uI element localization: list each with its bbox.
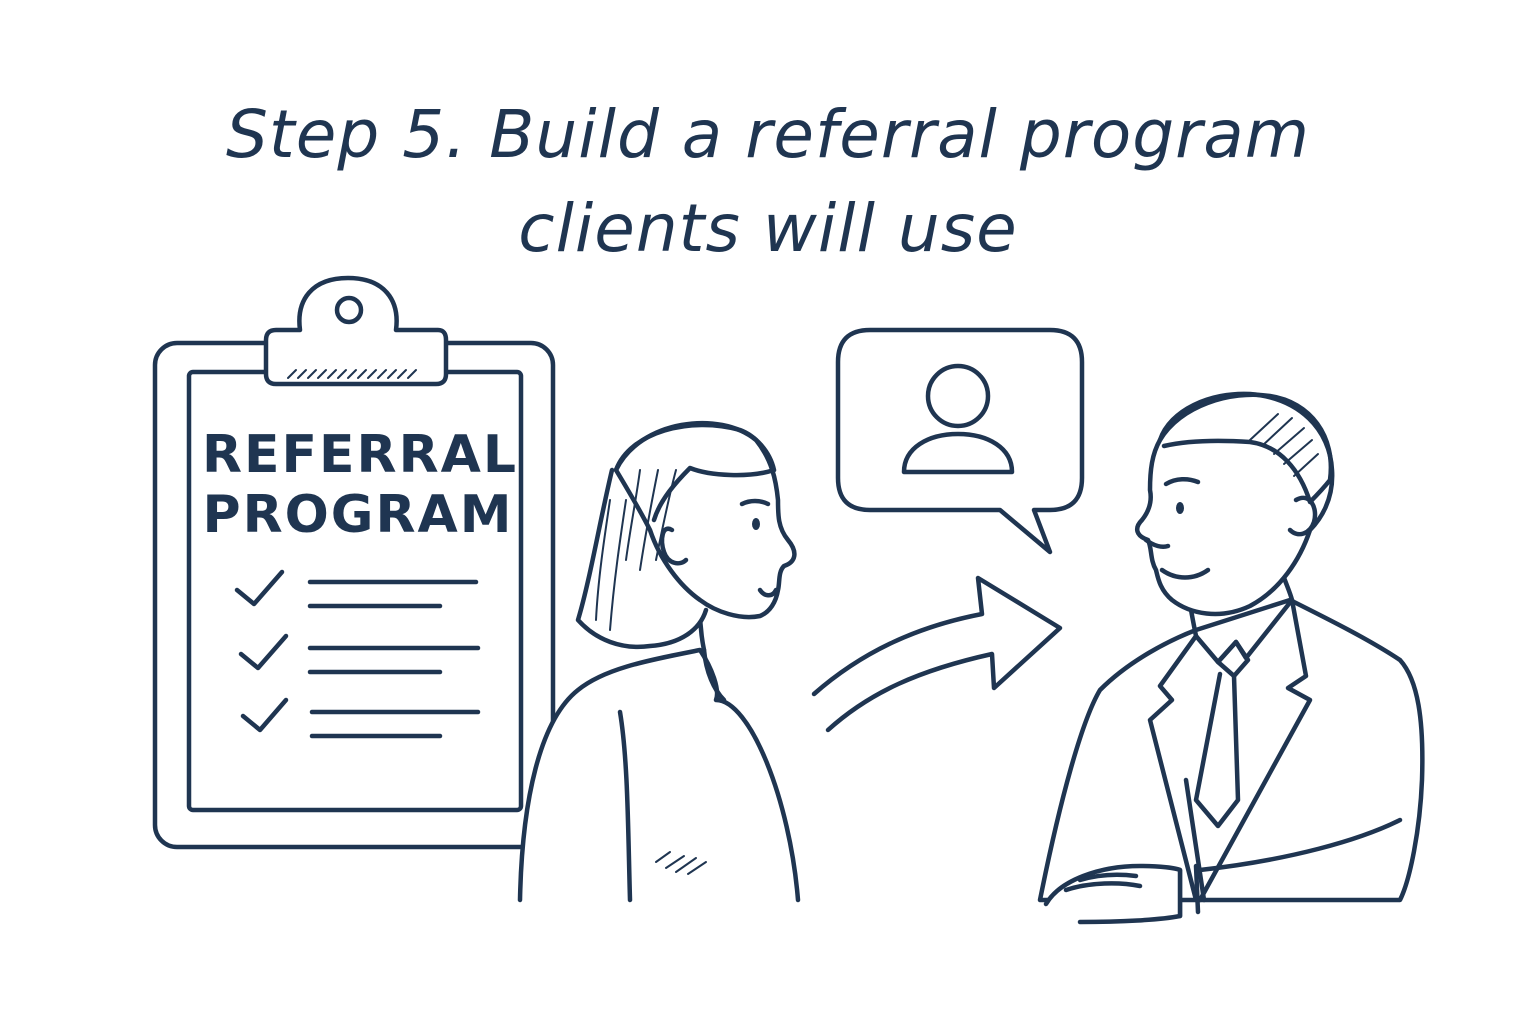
man-jacket bbox=[1037, 597, 1425, 903]
woman-figure bbox=[517, 420, 801, 903]
clipboard-board bbox=[152, 340, 556, 850]
woman-shading bbox=[655, 851, 707, 875]
person-icon bbox=[901, 363, 1015, 475]
woman-arm bbox=[617, 709, 633, 903]
clipboard-clip-hole bbox=[334, 295, 364, 325]
woman-eye bbox=[752, 518, 760, 530]
man-hair-shading bbox=[1249, 413, 1319, 477]
checklist-item bbox=[238, 633, 481, 675]
checkmark-icon bbox=[234, 569, 285, 607]
arrow-icon bbox=[811, 575, 1063, 733]
page-title: Step 5. Build a referral program clients… bbox=[0, 88, 1536, 276]
man-ear bbox=[1287, 495, 1318, 537]
checkmark-icon bbox=[238, 633, 289, 671]
page-title-line-2: clients will use bbox=[518, 190, 1018, 267]
man-left-lapel bbox=[1147, 633, 1199, 903]
speech-bubble-outline bbox=[835, 327, 1085, 555]
man-eyebrow bbox=[1163, 477, 1201, 487]
clipboard-clip-shading bbox=[287, 369, 417, 379]
woman-mouth bbox=[757, 587, 779, 598]
man-arm bbox=[1197, 817, 1403, 873]
clipboard-heading-line-1: REFERRAL bbox=[202, 425, 518, 485]
checkmark-icon bbox=[240, 697, 289, 733]
clipboard-heading-line-2: PROGRAM bbox=[202, 485, 513, 545]
man-right-lapel bbox=[1197, 597, 1313, 903]
man-tie-knot bbox=[1215, 639, 1251, 679]
man-mouth bbox=[1159, 567, 1211, 580]
clipboard-clip bbox=[263, 275, 449, 387]
man-hair bbox=[1157, 392, 1334, 505]
speech-bubble bbox=[835, 327, 1085, 555]
clipboard: REFERRAL PROGRAM bbox=[152, 275, 556, 850]
checklist-item bbox=[240, 697, 481, 739]
woman-eyebrow bbox=[739, 498, 771, 507]
man-figure bbox=[1037, 391, 1425, 925]
man-eye bbox=[1176, 502, 1184, 514]
woman-ear bbox=[659, 526, 689, 566]
woman-torso bbox=[517, 647, 801, 903]
page-title-line-1: Step 5. Build a referral program bbox=[225, 96, 1311, 173]
man-tie bbox=[1193, 671, 1241, 829]
man-face bbox=[1134, 391, 1335, 617]
checklist-item bbox=[234, 569, 479, 609]
